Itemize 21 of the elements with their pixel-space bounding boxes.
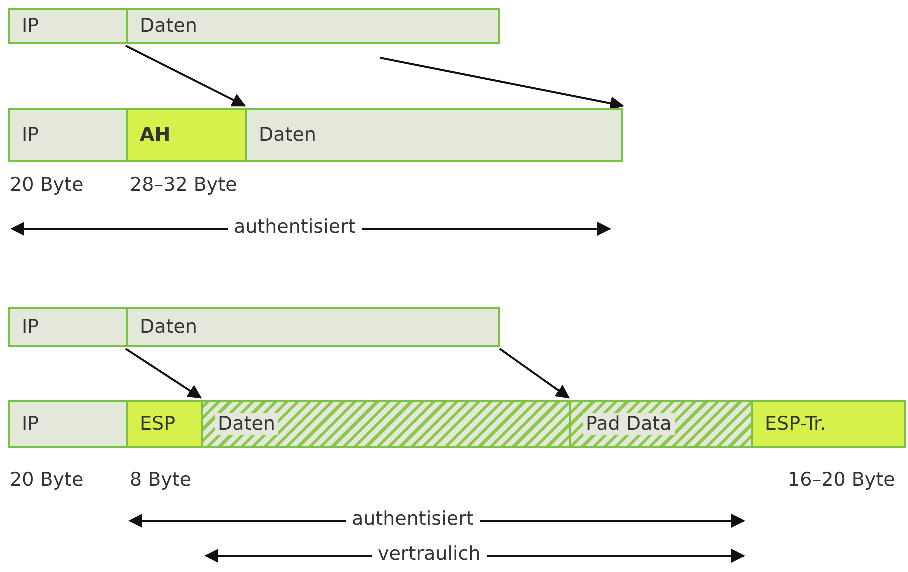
packet-field: AH <box>126 108 247 162</box>
hatched-packet-field: Pad Data <box>569 400 753 448</box>
packet-field: IP <box>8 307 128 347</box>
size-label: 28–32 Byte <box>130 174 238 196</box>
arrow <box>125 348 202 399</box>
packet-field: ESP-Tr. <box>751 400 906 448</box>
packet-field: IP <box>8 108 128 162</box>
size-label: 20 Byte <box>10 174 84 196</box>
packet-field: IP <box>8 8 128 44</box>
packet-field: IP <box>8 400 128 448</box>
hatched-packet-field: Daten <box>201 400 571 448</box>
arrow <box>380 57 624 110</box>
packet-field: Daten <box>126 307 500 347</box>
size-label: 8 Byte <box>130 469 192 491</box>
size-label: 20 Byte <box>10 469 84 491</box>
packet-field: ESP <box>126 400 203 448</box>
arrow <box>126 45 246 107</box>
size-label: 16–20 Byte <box>788 469 896 491</box>
packet-field: Daten <box>245 108 623 162</box>
arrow <box>499 348 570 399</box>
packet-field: Daten <box>126 8 500 44</box>
